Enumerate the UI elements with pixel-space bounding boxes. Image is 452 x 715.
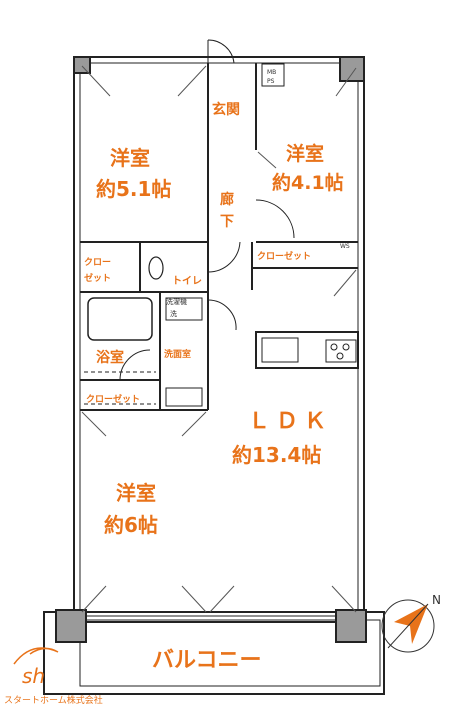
company-logo: sh スタートホーム株式会社 <box>4 647 103 706</box>
room-western-a-name: 洋室 <box>110 146 150 170</box>
washroom-label: 洗面室 <box>164 348 191 360</box>
mb-ps-box: MB PS <box>261 63 285 87</box>
room-western-b-name: 洋室 <box>286 142 324 165</box>
closet-3-label: クローゼット <box>86 393 140 405</box>
perspective-lines <box>81 65 357 613</box>
entrance-label: 玄関 <box>212 101 240 118</box>
room-western-b-size: 約4.1帖 <box>272 171 344 194</box>
room-western-c-size: 約6帖 <box>104 513 158 537</box>
bath-label: 浴室 <box>96 349 124 366</box>
mb-label: MB <box>267 69 276 76</box>
stove-icon <box>325 339 357 363</box>
ldk-size: 約13.4帖 <box>232 443 321 467</box>
balcony-label: バルコニー <box>152 648 262 673</box>
toilet-label: トイレ <box>172 275 202 287</box>
washer-label: 洗濯機 <box>166 297 187 306</box>
washer-mark: 洗 <box>170 309 177 318</box>
closet-1-line-1: クロー <box>84 257 111 268</box>
closet-2-label: クローゼット <box>257 250 311 262</box>
compass-north-label: N <box>432 593 441 607</box>
ws-mark: WS <box>340 243 350 250</box>
hall-label-1: 廊 <box>220 191 234 208</box>
closet-1-line-2: ゼット <box>84 272 111 284</box>
room-western-a-size: 約5.1帖 <box>96 177 171 201</box>
room-western-c-name: 洋室 <box>116 481 156 505</box>
logo-company-name: スタートホーム株式会社 <box>4 694 103 706</box>
ldk-label: ＬＤＫ <box>248 409 332 434</box>
compass-icon: N <box>381 593 441 653</box>
ps-label: PS <box>267 78 275 85</box>
logo-mark: sh <box>22 664 45 688</box>
hall-label-2: 下 <box>220 214 234 230</box>
walls <box>43 39 385 695</box>
